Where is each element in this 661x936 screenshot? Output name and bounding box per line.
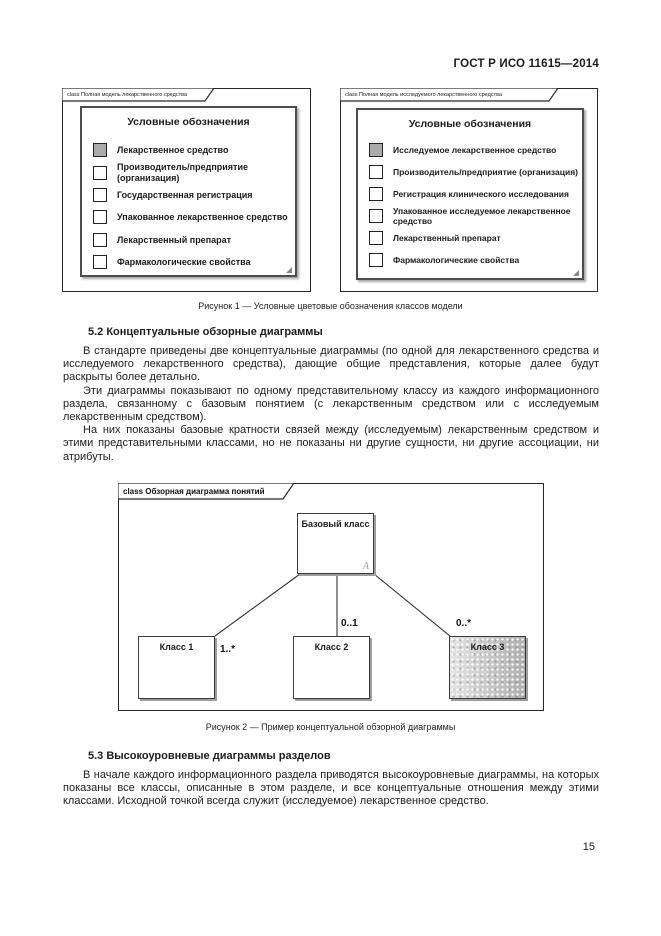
class-box-3: Класс 3 xyxy=(449,636,526,699)
section-5-3: 5.3 Высокоуровневые диаграммы разделов В… xyxy=(63,750,599,809)
legend-title: Условные обозначения xyxy=(408,118,532,130)
figure1-left-frame: class Полная модель лекарственного средс… xyxy=(62,88,311,292)
legend-item: Производитель/предприятие (организация) xyxy=(358,161,582,183)
section-5-2: 5.2 Концептуальные обзорные диаграммы В … xyxy=(63,326,599,464)
legend-item-label: Фармакологические свойства xyxy=(117,256,251,267)
legend-item: Лекарственное средство xyxy=(82,139,295,161)
legend-item: Государственная регистрация xyxy=(82,184,295,206)
legend-item-label: Производитель/предприятие (организация) xyxy=(117,162,248,183)
anchor-mark-icon: A xyxy=(362,561,369,572)
legend-fold-icon xyxy=(573,270,579,276)
legend-swatch-manufacturer xyxy=(369,165,383,179)
section-5-2-heading: 5.2 Концептуальные обзорные диаграммы xyxy=(88,326,323,338)
legend-swatch-investigational-product xyxy=(369,143,383,157)
legend-item-label: Государственная регистрация xyxy=(117,189,253,200)
legend-item-label: Регистрация клинического исследования xyxy=(393,188,569,199)
figure1-right-frame: class Полная модель исследуемого лекарст… xyxy=(340,88,598,292)
legend-item-label: Исследуемое лекарственное средство xyxy=(393,144,557,155)
class-label: Базовый класс xyxy=(301,519,370,529)
multiplicity-label: 0..* xyxy=(456,618,472,629)
legend-swatch-clinical-trial-registration xyxy=(369,187,383,201)
class-box-base: Базовый класс A xyxy=(297,513,374,574)
frame-tab-label: class Полная модель лекарственного средс… xyxy=(67,91,188,98)
page-number: 15 xyxy=(582,841,595,853)
multiplicity-label: 1..* xyxy=(220,644,236,655)
legend-item: Упакованное лекарственное средство xyxy=(82,206,295,228)
legend-item-label: Упакованное исследуемое лекарственное ср… xyxy=(393,205,571,227)
legend-item: Производитель/предприятие (организация) xyxy=(82,161,295,183)
legend-swatch-pharmacological-properties xyxy=(93,255,107,270)
frame-tab-label: class Обзорная диаграмма понятий xyxy=(123,486,265,496)
legend-item-label: Лекарственный препарат xyxy=(117,234,232,245)
multiplicity-label: 0..1 xyxy=(341,618,358,629)
paragraph: В стандарте приведены две концептуальные… xyxy=(63,345,599,384)
legend-item-label: Лекарственный препарат xyxy=(393,232,501,243)
frame-tab-shape-icon xyxy=(62,88,215,102)
legend-fold-icon xyxy=(286,267,292,273)
legend-item: Исследуемое лекарственное средство xyxy=(358,139,582,161)
paragraph: Эти диаграммы показывают по одному предс… xyxy=(63,384,599,424)
legend-items: Исследуемое лекарственное средство Произ… xyxy=(358,139,582,271)
association-lines-icon xyxy=(214,573,451,637)
figure2-frame: class Обзорная диаграмма понятий Базовый… xyxy=(118,483,544,711)
legend-swatch-packaged-product xyxy=(93,210,107,225)
legend-item: Фармакологические свойства xyxy=(82,251,295,273)
frame-tab-shape-icon xyxy=(340,88,559,102)
legend-item-label: Фармакологические свойства xyxy=(393,254,520,265)
legend-title: Условные обозначения xyxy=(127,116,250,128)
legend-item: Лекарственный препарат xyxy=(358,227,582,249)
legend-item: Лекарственный препарат xyxy=(82,229,295,251)
class-box-2: Класс 2 xyxy=(293,636,370,699)
legend-box-right: Условные обозначения Исследуемое лекарст… xyxy=(356,108,584,280)
legend-swatch-pharmaceutical-product xyxy=(369,231,383,245)
legend-swatch-pharmacological-properties xyxy=(369,253,383,267)
class-label: Класс 3 xyxy=(470,642,505,652)
class-label: Класс 2 xyxy=(314,642,349,652)
frame-tab-label: class Полная модель исследуемого лекарст… xyxy=(345,91,503,98)
legend-swatch-pharmaceutical-product xyxy=(93,232,107,247)
figure1-right-frame-tab: class Полная модель исследуемого лекарст… xyxy=(340,88,559,102)
legend-box-left: Условные обозначения Лекарственное средс… xyxy=(80,106,297,277)
figure2-caption: Рисунок 2 — Пример концептуальной обзорн… xyxy=(205,722,456,732)
legend-items: Лекарственное средство Производитель/пре… xyxy=(82,139,295,273)
legend-swatch-medicinal-product xyxy=(93,143,107,158)
legend-item: Упакованное исследуемое лекарственное ср… xyxy=(358,205,582,227)
legend-item: Регистрация клинического исследования xyxy=(358,183,582,205)
class-box-1: Класс 1 xyxy=(138,636,215,699)
legend-swatch-packaged-investigational-product xyxy=(369,209,383,223)
legend-item-label: Лекарственное средство xyxy=(117,144,229,155)
legend-swatch-manufacturer xyxy=(93,165,107,180)
document-header: ГОСТ Р ИСО 11615—2014 xyxy=(453,58,599,70)
legend-item: Фармакологические свойства xyxy=(358,249,582,271)
legend-item-label: Упакованное лекарственное средство xyxy=(117,212,288,223)
section-5-3-heading: 5.3 Высокоуровневые диаграммы разделов xyxy=(88,750,331,762)
figure1-caption: Рисунок 1 — Условные цветовые обозначени… xyxy=(198,301,463,311)
class-label: Класс 1 xyxy=(159,642,194,652)
figure1-left-frame-tab: class Полная модель лекарственного средс… xyxy=(62,88,215,102)
paragraph: В начале каждого информационного раздела… xyxy=(63,769,599,808)
figure2-frame-tab: class Обзорная диаграмма понятий xyxy=(118,483,295,500)
paragraph: На них показаны базовые кратности связей… xyxy=(63,424,599,463)
legend-swatch-state-registration xyxy=(93,187,107,202)
frame-tab-shape-icon xyxy=(118,483,295,500)
legend-item-label: Производитель/предприятие (организация) xyxy=(393,166,578,177)
